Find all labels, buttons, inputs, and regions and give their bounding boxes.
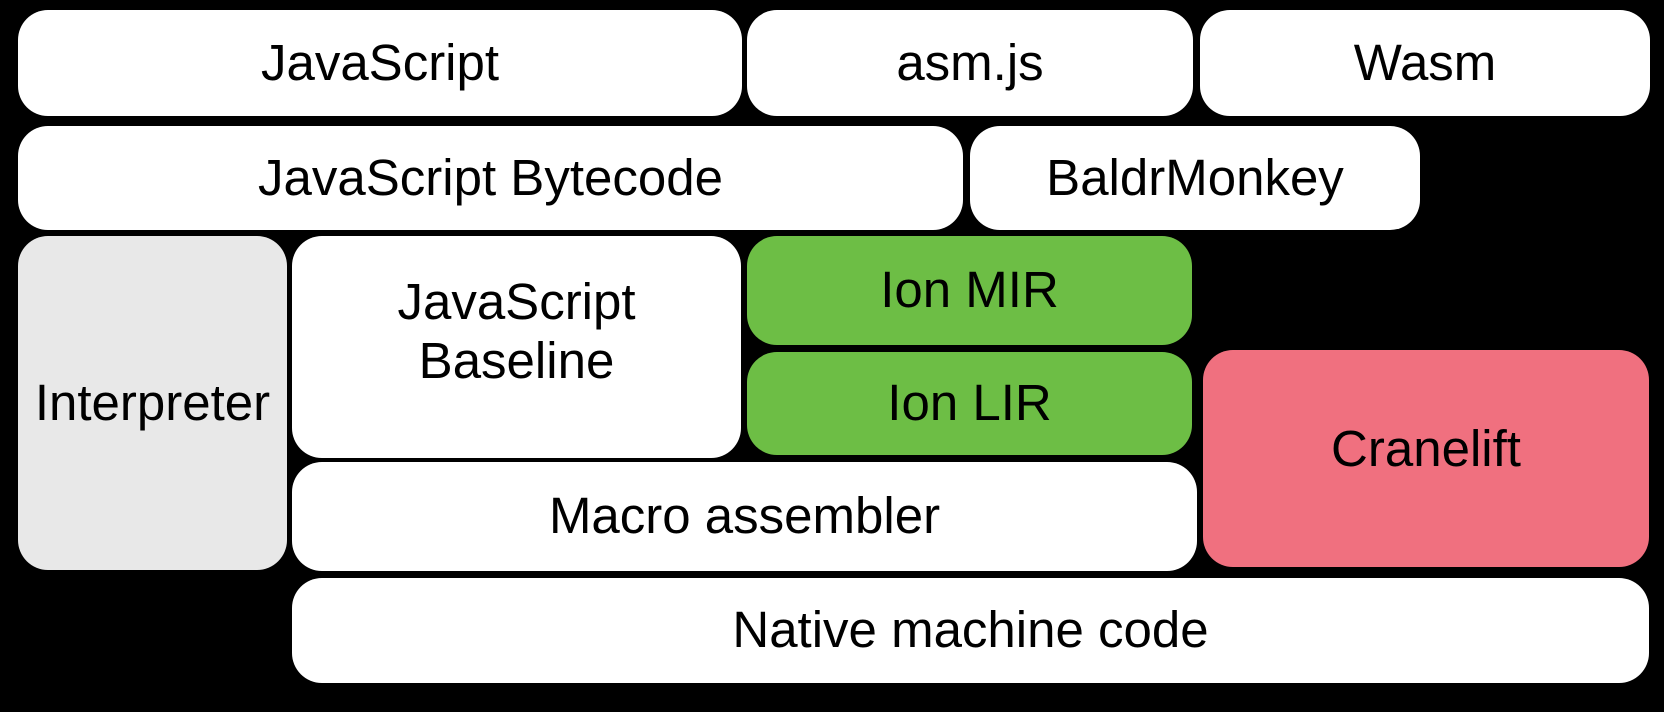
node-wasm: Wasm bbox=[1200, 10, 1650, 116]
node-interpreter: Interpreter bbox=[18, 236, 287, 570]
node-asmjs: asm.js bbox=[747, 10, 1193, 116]
node-ion-mir: Ion MIR bbox=[747, 236, 1192, 345]
node-macro-assembler: Macro assembler bbox=[292, 462, 1197, 571]
node-baldrmonkey: BaldrMonkey bbox=[970, 126, 1420, 230]
node-native-machine-code: Native machine code bbox=[292, 578, 1649, 683]
node-javascript-baseline: JavaScript Baseline bbox=[292, 236, 741, 458]
node-ion-lir: Ion LIR bbox=[747, 352, 1192, 455]
node-javascript: JavaScript bbox=[18, 10, 742, 116]
node-javascript-bytecode: JavaScript Bytecode bbox=[18, 126, 963, 230]
node-cranelift: Cranelift bbox=[1203, 350, 1649, 567]
